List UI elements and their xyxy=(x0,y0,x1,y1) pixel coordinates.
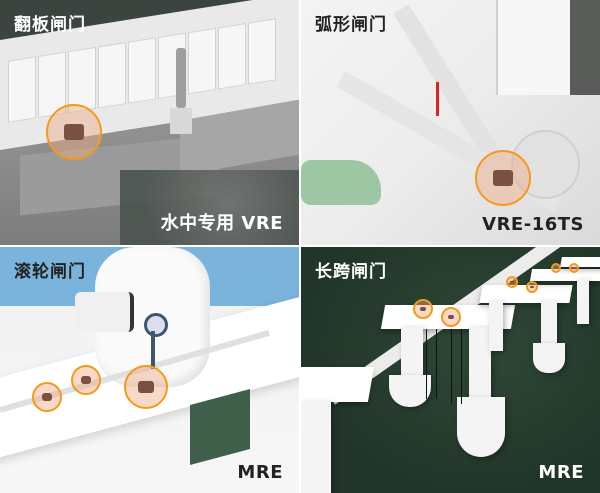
water-surface xyxy=(301,160,381,205)
hoist-cable xyxy=(426,329,427,399)
model-label: MRE xyxy=(538,462,584,483)
gauge-icon xyxy=(144,313,168,337)
actuator-highlight-icon[interactable] xyxy=(569,263,579,273)
actuator-pole xyxy=(176,48,186,108)
actuator-highlight-icon[interactable] xyxy=(71,365,101,395)
vertical-arrow-icon xyxy=(436,82,439,116)
gauge-stem xyxy=(151,331,155,369)
actuator-highlight-icon[interactable] xyxy=(46,104,102,160)
actuator-housing xyxy=(170,108,192,134)
hoist-drum xyxy=(75,292,134,332)
panel-roller-gate[interactable]: 滚轮闸门 MRE xyxy=(0,247,299,493)
pier-base xyxy=(457,397,505,457)
panel-long-span-gate[interactable]: 长跨闸门 MRE xyxy=(301,247,600,493)
pier-column xyxy=(489,301,503,351)
hoist-cable xyxy=(461,329,462,404)
pier-column xyxy=(469,327,491,407)
gate-panel xyxy=(248,18,276,85)
actuator-highlight-icon[interactable] xyxy=(32,382,62,412)
model-label: MRE xyxy=(237,462,283,483)
hoist-cable xyxy=(451,329,452,404)
gate-panel xyxy=(8,56,36,123)
panel-title: 弧形闸门 xyxy=(315,15,387,35)
pier-cap xyxy=(301,367,375,402)
model-label: VRE-16TS xyxy=(482,214,584,235)
gate-panel xyxy=(128,37,156,104)
hoist-cable xyxy=(436,329,437,399)
actuator-highlight-icon[interactable] xyxy=(124,365,168,409)
pier-column xyxy=(401,327,423,387)
pier-column xyxy=(541,301,557,351)
gate-panel xyxy=(218,23,246,90)
pier-cap xyxy=(560,257,600,267)
pier-base xyxy=(389,375,431,407)
panel-radial-gate[interactable]: 弧形闸门 VRE-16TS xyxy=(301,0,600,245)
actuator-highlight-icon[interactable] xyxy=(475,150,531,206)
gate-panel xyxy=(188,27,216,95)
actuator-highlight-icon[interactable] xyxy=(526,281,538,293)
pier-column xyxy=(301,402,331,493)
background-wall xyxy=(570,0,600,95)
panel-flap-gate[interactable]: 翻板闸门 水中专用 VRE xyxy=(0,0,299,245)
pier-column xyxy=(577,279,589,324)
actuator-highlight-icon[interactable] xyxy=(506,276,518,288)
pier-cap xyxy=(529,269,600,281)
actuator-highlight-icon[interactable] xyxy=(441,307,461,327)
model-label: 水中专用 VRE xyxy=(160,213,283,234)
gate-panel xyxy=(98,42,126,109)
panel-title: 长跨闸门 xyxy=(315,262,387,282)
pier-base xyxy=(533,343,565,373)
actuator-highlight-icon[interactable] xyxy=(551,263,561,273)
actuator-highlight-icon[interactable] xyxy=(413,299,433,319)
panel-title: 翻板闸门 xyxy=(14,15,86,35)
panel-title: 滚轮闸门 xyxy=(14,262,86,282)
water-surface xyxy=(120,170,299,245)
